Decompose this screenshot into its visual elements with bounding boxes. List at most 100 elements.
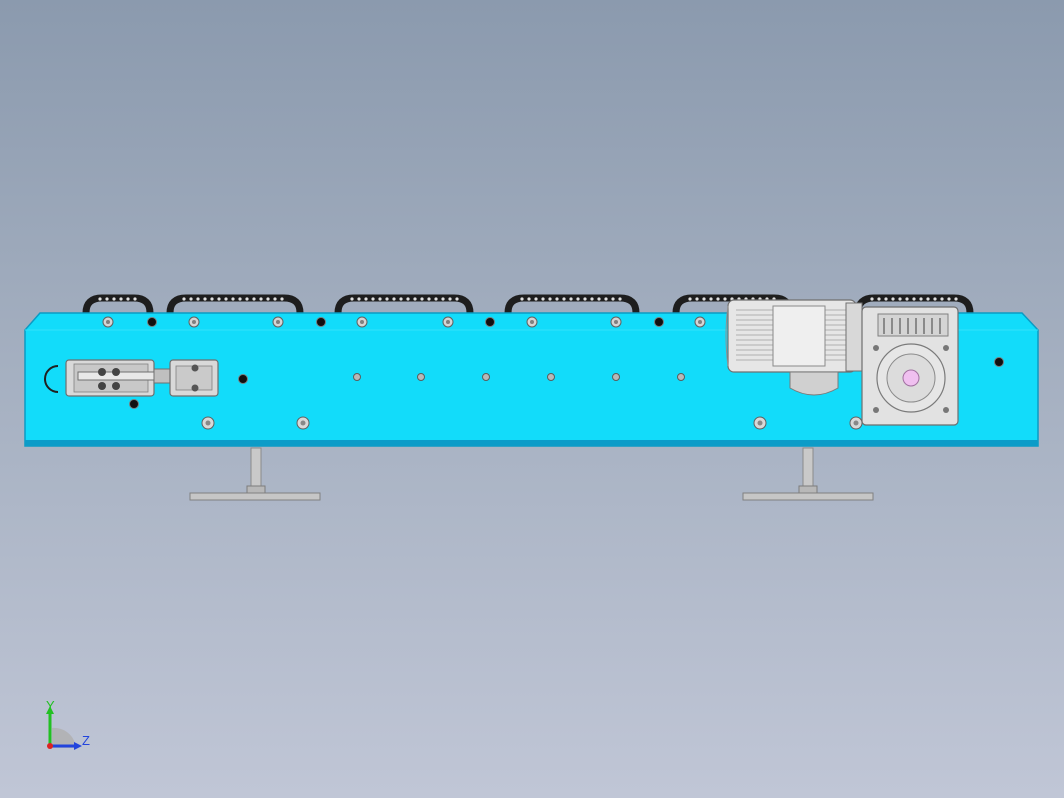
chain-pin bbox=[420, 297, 424, 301]
chain-pin bbox=[217, 297, 221, 301]
mounting-hole bbox=[485, 317, 495, 327]
mounting-hole bbox=[147, 317, 157, 327]
chain-pin bbox=[280, 297, 284, 301]
bolt-center bbox=[853, 420, 859, 426]
frame-bolts-top bbox=[102, 316, 863, 430]
coordinate-triad bbox=[46, 706, 82, 750]
small-bolt bbox=[482, 373, 490, 381]
chain-pin bbox=[590, 297, 594, 301]
chain-pin bbox=[611, 297, 615, 301]
terminal-box bbox=[772, 305, 826, 367]
chain-pin bbox=[520, 297, 524, 301]
chain-pin bbox=[618, 297, 622, 301]
chain-pin bbox=[597, 297, 601, 301]
chain-pin bbox=[266, 297, 270, 301]
small-bolt bbox=[417, 373, 425, 381]
chain-pin bbox=[413, 297, 417, 301]
chain-segment bbox=[82, 294, 154, 314]
chain-pin bbox=[877, 297, 881, 301]
drive-motor[interactable] bbox=[725, 299, 863, 396]
idler-sprocket[interactable] bbox=[44, 365, 59, 393]
chain-pin bbox=[940, 297, 944, 301]
chain-pin bbox=[695, 297, 699, 301]
support-leg-left[interactable] bbox=[189, 447, 321, 501]
output-shaft-hub bbox=[902, 369, 920, 387]
chain-tensioner[interactable] bbox=[65, 359, 219, 397]
chain-pin bbox=[954, 297, 958, 301]
chain-pin bbox=[541, 297, 545, 301]
mounting-hole bbox=[129, 399, 139, 409]
bolt-center bbox=[192, 320, 196, 324]
bolt-center bbox=[360, 320, 364, 324]
bolt-center bbox=[205, 420, 211, 426]
chain-pin bbox=[912, 297, 916, 301]
chain-pin bbox=[548, 297, 552, 301]
chain-pin bbox=[427, 297, 431, 301]
chain-pin bbox=[196, 297, 200, 301]
small-bolt bbox=[677, 373, 685, 381]
chain-pin bbox=[884, 297, 888, 301]
origin-point bbox=[47, 743, 53, 749]
chain-pin bbox=[434, 297, 438, 301]
chain-segment bbox=[504, 294, 640, 314]
chain-pin bbox=[898, 297, 902, 301]
mounting-hole bbox=[316, 317, 326, 327]
frame-holes bbox=[129, 317, 1004, 409]
small-bolt bbox=[353, 373, 361, 381]
chain-pin bbox=[399, 297, 403, 301]
chain-pin bbox=[569, 297, 573, 301]
chain-pin bbox=[259, 297, 263, 301]
chain-pin bbox=[126, 297, 130, 301]
chain-pin bbox=[709, 297, 713, 301]
chain-pin bbox=[723, 297, 727, 301]
chain-pin bbox=[688, 297, 692, 301]
z-axis-label: Z bbox=[82, 733, 90, 748]
mounting-hole bbox=[238, 374, 248, 384]
chain-pin bbox=[933, 297, 937, 301]
chain-pin bbox=[455, 297, 459, 301]
gearbox-fins bbox=[883, 318, 941, 334]
chain-segment bbox=[166, 294, 304, 314]
chain-pin bbox=[238, 297, 242, 301]
frame-bolts-middle bbox=[353, 373, 685, 381]
chain-pin bbox=[245, 297, 249, 301]
chain-pin bbox=[555, 297, 559, 301]
chain-pin bbox=[604, 297, 608, 301]
frame-bottom-edge bbox=[25, 440, 1038, 446]
chain-pin bbox=[905, 297, 909, 301]
chain-pin bbox=[224, 297, 228, 301]
chain-pin bbox=[534, 297, 538, 301]
chain-pin bbox=[210, 297, 214, 301]
chain-pin bbox=[105, 297, 109, 301]
chain-pin bbox=[119, 297, 123, 301]
mounting-hole bbox=[994, 357, 1004, 367]
chain-pin bbox=[576, 297, 580, 301]
bolt-center bbox=[757, 420, 763, 426]
mounting-hole bbox=[654, 317, 664, 327]
chain-pin bbox=[364, 297, 368, 301]
worm-gearbox[interactable] bbox=[861, 306, 959, 426]
chain-pin bbox=[926, 297, 930, 301]
chain-pin bbox=[182, 297, 186, 301]
small-bolt bbox=[547, 373, 555, 381]
chain-pin bbox=[919, 297, 923, 301]
chain-pin bbox=[385, 297, 389, 301]
chain-pin bbox=[231, 297, 235, 301]
chain-pin bbox=[252, 297, 256, 301]
chain-pin bbox=[98, 297, 102, 301]
chain-pin bbox=[441, 297, 445, 301]
support-leg-right[interactable] bbox=[742, 447, 874, 501]
chain-pin bbox=[448, 297, 452, 301]
chain-pin bbox=[891, 297, 895, 301]
chain-pin bbox=[189, 297, 193, 301]
chain-pin bbox=[947, 297, 951, 301]
chain-pin bbox=[583, 297, 587, 301]
motor-flange bbox=[845, 302, 863, 372]
chain-pin bbox=[357, 297, 361, 301]
chain-pin bbox=[112, 297, 116, 301]
bolt-center bbox=[530, 320, 534, 324]
chain-pin bbox=[527, 297, 531, 301]
chain-pin bbox=[406, 297, 410, 301]
